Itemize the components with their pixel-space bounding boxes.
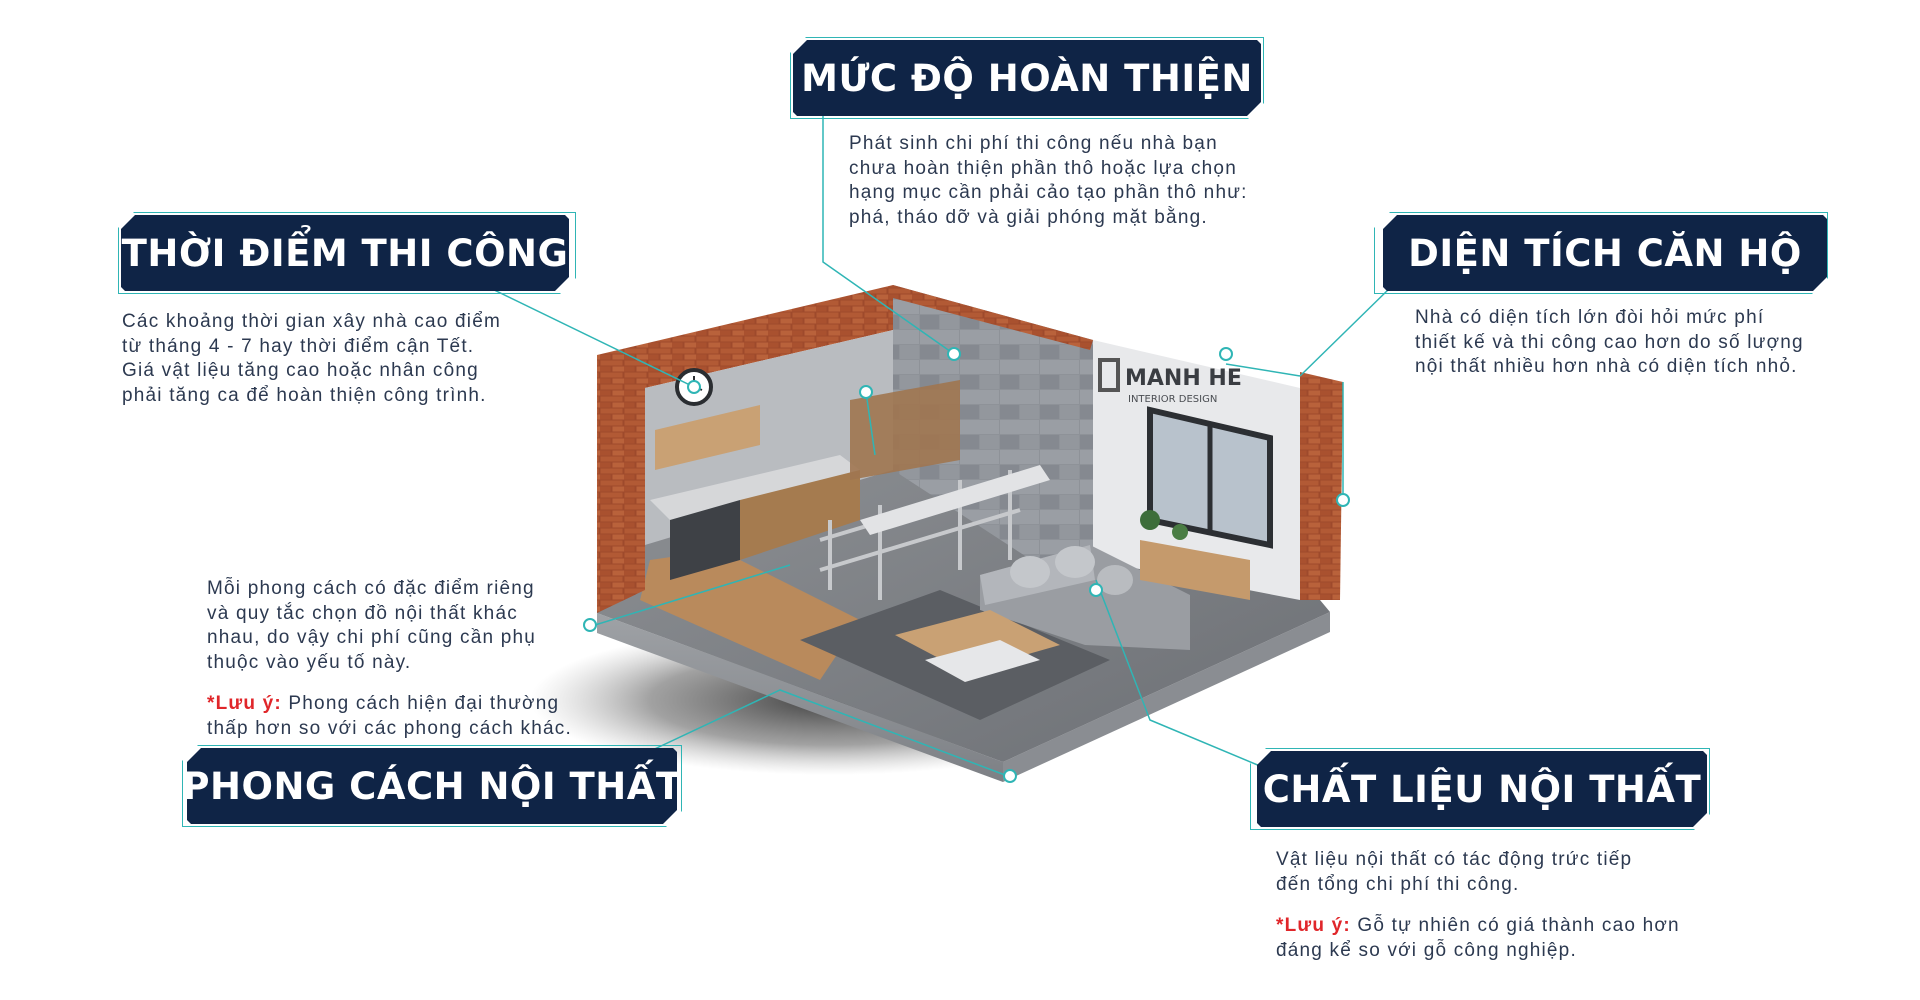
title-chat-lieu-noi-that: CHẤT LIỆU NỘI THẤT <box>1257 751 1707 827</box>
svg-text:MANH HE: MANH HE <box>1125 366 1242 391</box>
title-frame-thoi-diem <box>118 212 576 294</box>
title-muc-do-hoan-thien: MỨC ĐỘ HOÀN THIỆN <box>793 40 1261 116</box>
title-frame-muc-do <box>790 37 1264 119</box>
title-frame-chat-lieu <box>1250 748 1710 830</box>
svg-text:INTERIOR DESIGN: INTERIOR DESIGN <box>1128 394 1217 405</box>
stove <box>670 500 740 580</box>
brand-logo: MANH HE INTERIOR DESIGN <box>1098 358 1242 405</box>
back-concrete-wall <box>893 285 1093 600</box>
right-brick-wall <box>1300 372 1343 600</box>
wood-floor <box>640 550 860 680</box>
connector-dots <box>583 347 1350 783</box>
connector-lines <box>487 116 1393 776</box>
kitchen-counter <box>650 455 860 520</box>
slab-right-edge <box>1003 612 1330 782</box>
desc-phong-cach-noi-that: Mỗi phong cách có đặc điểm riêng và quy … <box>207 578 572 739</box>
title-dien-tich-can-ho: DIỆN TÍCH CĂN HỘ <box>1383 215 1827 291</box>
note-phong-cach: *Lưu ý: Phong cách hiện đại thường <box>207 693 560 714</box>
title-frame-dien-tich <box>1374 212 1828 294</box>
coffee-table-base <box>925 640 1040 682</box>
lower-cabinets <box>740 470 860 560</box>
title-thoi-diem-thi-cong: THỜI ĐIỂM THI CÔNG <box>121 215 569 291</box>
sofa <box>980 545 1190 650</box>
title-frame-phong-cach <box>182 745 682 827</box>
note-chat-lieu: *Lưu ý: Gỗ tự nhiên có giá thành cao hơn <box>1276 915 1680 936</box>
left-brick-wall <box>597 285 893 613</box>
back-brick-band <box>893 285 1093 350</box>
upper-cabinets <box>655 405 760 470</box>
desc-thoi-diem-thi-cong: Các khoảng thời gian xây nhà cao điểm từ… <box>122 311 502 406</box>
title-phong-cach-noi-that: PHONG CÁCH NỘI THẤT <box>187 748 677 824</box>
desc-muc-do-hoan-thien: Phát sinh chi phí thi công nếu nhà bạn c… <box>849 133 1248 228</box>
plant <box>1140 510 1160 530</box>
tv-console <box>1140 540 1250 600</box>
wall-shelving <box>850 380 960 480</box>
desc-dien-tich-can-ho: Nhà có diện tích lớn đòi hỏi mức phí thi… <box>1415 307 1804 377</box>
scaffold-plank <box>860 465 1050 535</box>
desc-chat-lieu-noi-that: Vật liệu nội thất có tác động trức tiếp … <box>1276 849 1680 961</box>
